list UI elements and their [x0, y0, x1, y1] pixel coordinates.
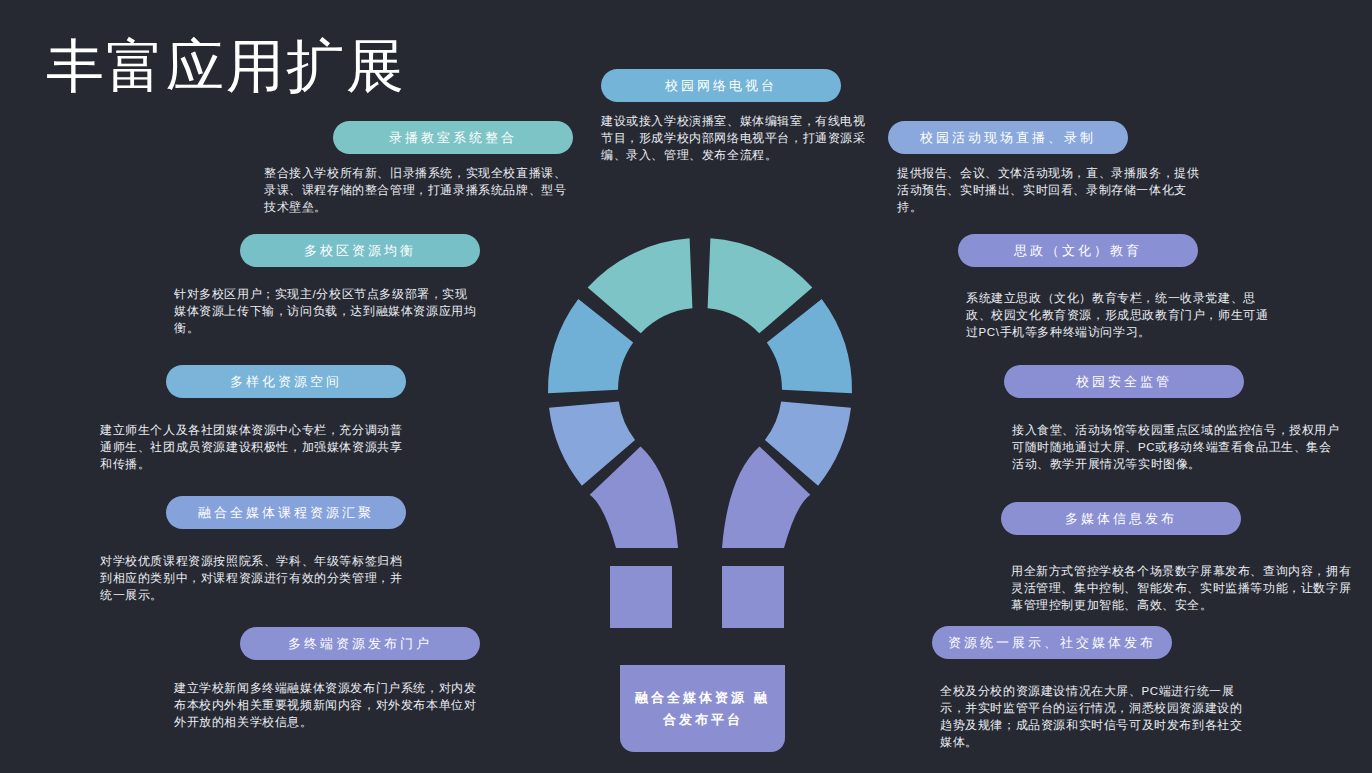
feature-item: 多校区资源均衡针对多校区用户；实现主/分校区节点多级部署，实现媒体资源上传下输，… [174, 234, 480, 337]
item-heading: 多校区资源均衡 [304, 243, 416, 258]
bulb-segment [767, 299, 852, 393]
pill-shape: 校园安全监管 [1004, 365, 1244, 398]
feature-item: 多媒体信息发布用全新方式管控学校各个场景数字屏幕发布、查询内容，拥有灵活管理、集… [1001, 502, 1355, 614]
item-description: 针对多校区用户；实现主/分校区节点多级部署，实现媒体资源上传下输，访问负载，达到… [174, 286, 480, 337]
item-heading: 录播教室系统整合 [389, 130, 517, 145]
feature-item: 校园安全监管接入食堂、活动场馆等校园重点区域的监控信号，授权用户可随时随地通过大… [1004, 365, 1340, 473]
pill-shape: 思政（文化）教育 [958, 234, 1198, 267]
pill-shape: 资源统一展示、社交媒体发布 [932, 626, 1172, 659]
item-heading: 多样化资源空间 [230, 374, 342, 389]
pill-shape: 校园活动现场直播、录制 [888, 121, 1128, 154]
item-heading: 资源统一展示、社交媒体发布 [948, 635, 1156, 650]
pill-shape: 录播教室系统整合 [333, 121, 573, 154]
pill-shape: 多终端资源发布门户 [240, 627, 480, 660]
feature-item: 多终端资源发布门户建立学校新闻多终端融媒体资源发布门户系统，对内发布本校内外相关… [174, 627, 480, 731]
item-description: 系统建立思政（文化）教育专栏，统一收录党建、思政、校园文化教育资源，形成思政教育… [966, 290, 1278, 341]
item-heading: 思政（文化）教育 [1014, 243, 1142, 258]
title: 丰富应用扩展 [46, 28, 406, 106]
feature-item: 思政（文化）教育系统建立思政（文化）教育专栏，统一收录党建、思政、校园文化教育资… [958, 234, 1278, 341]
feature-item: 融合全媒体课程资源汇聚对学校优质课程资源按照院系、学科、年级等标签归档到相应的类… [100, 496, 406, 604]
pill-shape: 校园网络电视台 [601, 69, 841, 102]
bulb-neck [590, 446, 678, 548]
bulb-segment [548, 299, 633, 393]
bulb-stem [722, 566, 784, 628]
item-heading: 校园网络电视台 [665, 78, 777, 93]
platform-base: 融合全媒体资源 融合发布平台 [620, 665, 785, 752]
item-description: 建设或接入学校演播室、媒体编辑室，有线电视节目，形成学校内部网络电视平台，打通资… [601, 113, 869, 164]
bulb-stem [610, 566, 672, 628]
feature-item: 多样化资源空间建立师生个人及各社团媒体资源中心专栏，充分调动普通师生、社团成员资… [100, 365, 406, 473]
feature-item: 录播教室系统整合整合接入学校所有新、旧录播系统，实现全校直播课、录课、课程存储的… [264, 121, 573, 216]
pill-shape: 多媒体信息发布 [1001, 502, 1241, 535]
feature-item: 资源统一展示、社交媒体发布全校及分校的资源建设情况在大屏、PC端进行统一展示，并… [932, 626, 1252, 751]
item-heading: 多媒体信息发布 [1065, 511, 1177, 526]
item-description: 建立师生个人及各社团媒体资源中心专栏，充分调动普通师生、社团成员资源建设积极性，… [100, 422, 406, 473]
item-description: 整合接入学校所有新、旧录播系统，实现全校直播课、录课、课程存储的整合管理，打通录… [264, 165, 572, 216]
feature-item: 校园网络电视台建设或接入学校演播室、媒体编辑室，有线电视节目，形成学校内部网络电… [601, 69, 869, 164]
item-description: 提供报告、会议、文体活动现场，直、录播服务，提供活动预告、实时播出、实时回看、录… [897, 165, 1209, 216]
platform-label: 融合全媒体资源 融合发布平台 [632, 687, 773, 731]
feature-item: 校园活动现场直播、录制提供报告、会议、文体活动现场，直、录播服务，提供活动预告、… [888, 121, 1209, 216]
item-description: 用全新方式管控学校各个场景数字屏幕发布、查询内容，拥有灵活管理、集中控制、智能发… [1011, 563, 1355, 614]
item-heading: 多终端资源发布门户 [288, 636, 432, 651]
pill-shape: 融合全媒体课程资源汇聚 [166, 496, 406, 529]
item-heading: 校园活动现场直播、录制 [920, 130, 1096, 145]
pill-shape: 多校区资源均衡 [240, 234, 480, 267]
item-description: 全校及分校的资源建设情况在大屏、PC端进行统一展示，并实时监管平台的运行情况，洞… [940, 683, 1252, 751]
item-heading: 校园安全监管 [1076, 374, 1172, 389]
item-description: 接入食堂、活动场馆等校园重点区域的监控信号，授权用户可随时随地通过大屏、PC或移… [1012, 422, 1340, 473]
item-description: 建立学校新闻多终端融媒体资源发布门户系统，对内发布本校内外相关重要视频新闻内容，… [174, 680, 480, 731]
item-heading: 融合全媒体课程资源汇聚 [198, 505, 374, 520]
pill-shape: 多样化资源空间 [166, 365, 406, 398]
bulb-neck [722, 446, 810, 548]
item-description: 对学校优质课程资源按照院系、学科、年级等标签归档到相应的类别中，对课程资源进行有… [100, 553, 406, 604]
